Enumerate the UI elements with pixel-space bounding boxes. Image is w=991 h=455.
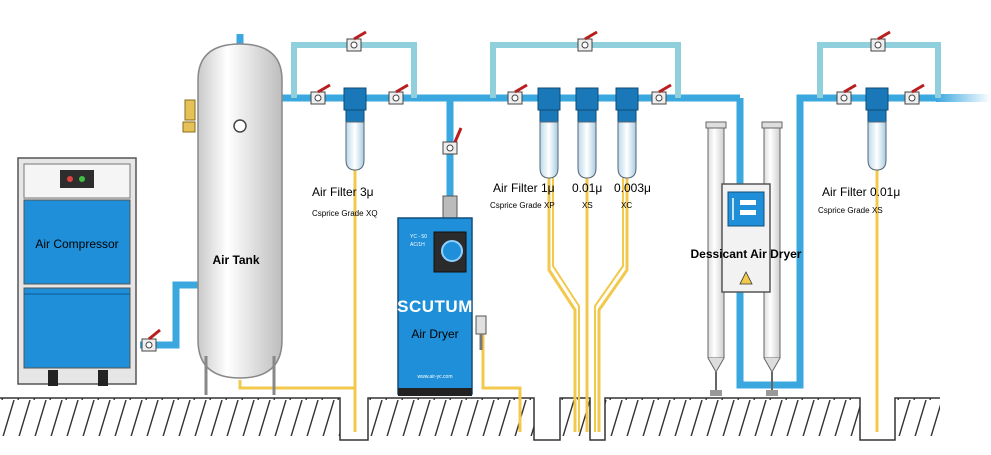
filter-label: 0.003μ bbox=[614, 181, 651, 195]
ground bbox=[0, 397, 940, 441]
air-tank: Air Tank bbox=[182, 43, 283, 395]
filter-xc bbox=[615, 87, 639, 179]
dryer-model-1: YC - 50 bbox=[410, 234, 427, 240]
air-compressor: Air Compressor bbox=[17, 157, 137, 386]
filter-label: Air Filter 3μ bbox=[312, 185, 374, 199]
filter-labels: Air Filter 3μ Csprice Grade XQ Air Filte… bbox=[312, 181, 900, 218]
filter-grade: XQ bbox=[366, 209, 378, 218]
tank-label: Air Tank bbox=[212, 253, 259, 267]
dryer-model-2: AC/1H bbox=[410, 242, 425, 248]
dryer-label: Air Dryer bbox=[411, 327, 458, 341]
valve-icon bbox=[388, 83, 409, 105]
valve-icon bbox=[577, 30, 598, 52]
filter-grade: XC bbox=[621, 201, 632, 210]
valve-icon bbox=[442, 127, 463, 155]
dessicant-dryer-label: Dessicant Air Dryer bbox=[691, 247, 802, 261]
filter-xp bbox=[537, 87, 561, 179]
valve-icon bbox=[904, 83, 925, 105]
filter-grade-label: Csprice Grade bbox=[312, 209, 364, 218]
dessicant-air-dryer: Dessicant Air Dryer bbox=[691, 121, 802, 396]
filter-xs bbox=[575, 87, 599, 179]
valve-icon bbox=[507, 83, 528, 105]
valve-icon bbox=[141, 328, 161, 352]
filter-label: 0.01μ bbox=[572, 181, 602, 195]
filter-xs-final bbox=[865, 87, 889, 171]
valve-icon bbox=[870, 30, 891, 52]
valves bbox=[141, 30, 925, 352]
valve-icon bbox=[836, 83, 857, 105]
valve-icon bbox=[310, 83, 331, 105]
filter-grade: XP bbox=[544, 201, 555, 210]
filter-grade-label: Csprice Grade bbox=[818, 206, 870, 215]
filter-grade: XS bbox=[872, 206, 883, 215]
valve-icon bbox=[346, 30, 367, 52]
filter-grade-label: Csprice Grade bbox=[490, 201, 542, 210]
dryer-website: www.air-yc.com bbox=[417, 374, 452, 380]
scutum-air-dryer: YC - 50 AC/1H SCUTUM Air Dryer www.air-y… bbox=[397, 195, 487, 396]
compressor-label: Air Compressor bbox=[35, 237, 118, 251]
dryer-brand: SCUTUM bbox=[397, 297, 473, 316]
filter-label: Air Filter 1μ bbox=[493, 181, 555, 195]
filter-label: Air Filter 0.01μ bbox=[822, 185, 900, 199]
filter-grade: XS bbox=[582, 201, 593, 210]
filter-xq bbox=[343, 87, 367, 171]
valve-icon bbox=[651, 83, 672, 105]
drain-lines bbox=[238, 170, 879, 432]
